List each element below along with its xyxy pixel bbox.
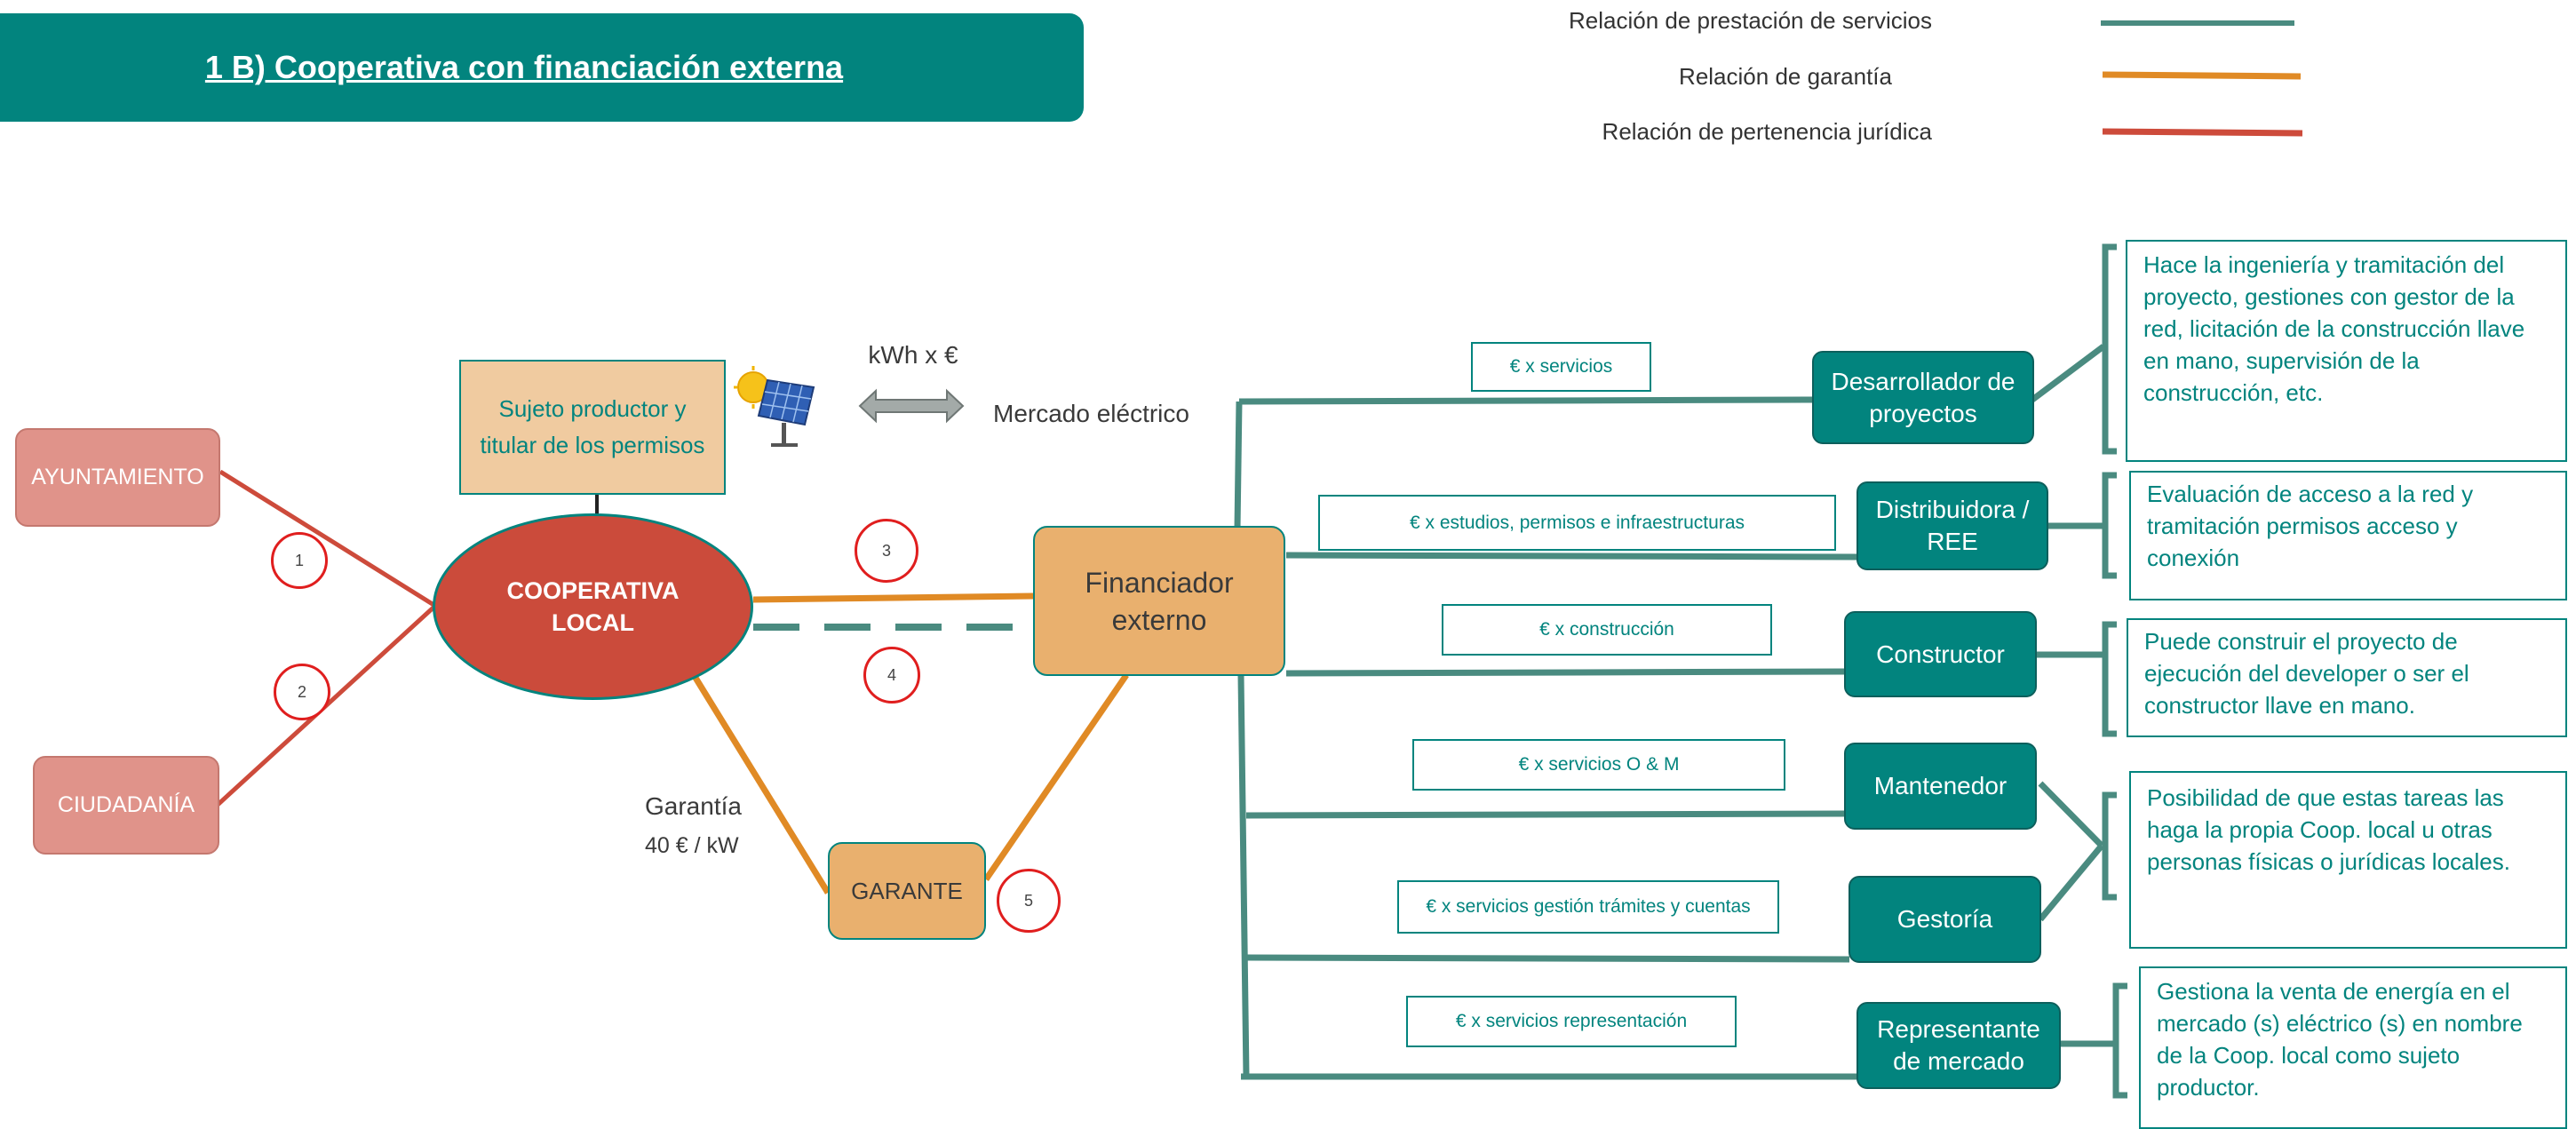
payment-label-constructor: € x construcción: [1442, 604, 1772, 656]
guarantee-line-3: [752, 592, 1034, 603]
legend-line-ownership: [2102, 128, 2303, 137]
service-lines: [1234, 243, 2127, 1099]
page-title: 1 B) Cooperativa con financiación extern…: [204, 49, 844, 85]
gestoria-node: Gestoría: [1849, 876, 2041, 963]
relation-number-3: 3: [855, 519, 918, 583]
garante-node: GARANTE: [828, 842, 986, 940]
sujeto-productor-box: Sujeto productor y titular de los permis…: [459, 360, 726, 495]
double-arrow-icon: [858, 388, 965, 424]
financiador-externo-node: Financiador externo: [1033, 526, 1285, 676]
solar-panel-icon: [734, 366, 815, 447]
kwh-price-label: kWh x €: [868, 341, 958, 369]
description-distribuidora: Evaluación de acceso a la red y tramitac…: [2129, 471, 2567, 600]
ownership-line-ayuntamiento: [219, 469, 437, 608]
description-representante: Gestiona la venta de energía en el merca…: [2139, 966, 2567, 1129]
cooperativa-label-line2: LOCAL: [552, 609, 634, 636]
description-mantenimiento-gestoria: Posibilidad de que estas tareas las haga…: [2129, 771, 2567, 949]
payment-label-mantenedor: € x servicios O & M: [1412, 739, 1785, 791]
representante-mercado-node: Representante de mercado: [1856, 1002, 2061, 1089]
payment-label-distribuidora: € x estudios, permisos e infraestructura…: [1318, 495, 1836, 551]
guarantee-line-financiador-garante: [983, 673, 1129, 881]
relation-number-5: 5: [997, 869, 1061, 933]
desarrollador-proyectos-node: Desarrollador de proyectos: [1812, 351, 2034, 444]
description-constructor: Puede construir el proyecto de ejecución…: [2127, 618, 2567, 737]
legend-label-services: Relación de prestación de servicios: [1569, 7, 1932, 34]
mercado-electrico-label: Mercado eléctrico: [993, 400, 1189, 427]
payment-label-representante: € x servicios representación: [1406, 996, 1737, 1047]
cooperativa-local-node: COOPERATIVA LOCAL: [433, 513, 753, 700]
cooperativa-label-line1: COOPERATIVA: [506, 577, 680, 604]
ayuntamiento-node: AYUNTAMIENTO: [15, 428, 220, 527]
legend-line-guarantee: [2102, 71, 2302, 80]
mantenedor-node: Mantenedor: [1844, 743, 2037, 830]
description-desarrollador: Hace la ingeniería y tramitación del pro…: [2126, 240, 2567, 462]
relation-number-1: 1: [271, 532, 328, 589]
garantia-value: 40 € / kW: [645, 833, 739, 858]
distribuidora-ree-node: Distribuidora / REE: [1856, 481, 2048, 570]
guarantee-line-coop-garante: [693, 676, 831, 894]
title-banner: 1 B) Cooperativa con financiación extern…: [0, 13, 1084, 122]
constructor-node: Constructor: [1844, 611, 2037, 697]
relation-number-2: 2: [274, 664, 330, 720]
relation-number-4: 4: [863, 647, 920, 704]
payment-label-gestoria: € x servicios gestión trámites y cuentas: [1397, 880, 1779, 934]
ciudadania-node: CIUDADANÍA: [33, 756, 219, 855]
garantia-label: Garantía: [645, 792, 742, 820]
legend-label-guarantee: Relación de garantía: [1679, 63, 1892, 90]
legend-label-ownership: Relación de pertenencia jurídica: [1602, 118, 1932, 145]
payment-label-desarrollador: € x servicios: [1471, 342, 1651, 392]
